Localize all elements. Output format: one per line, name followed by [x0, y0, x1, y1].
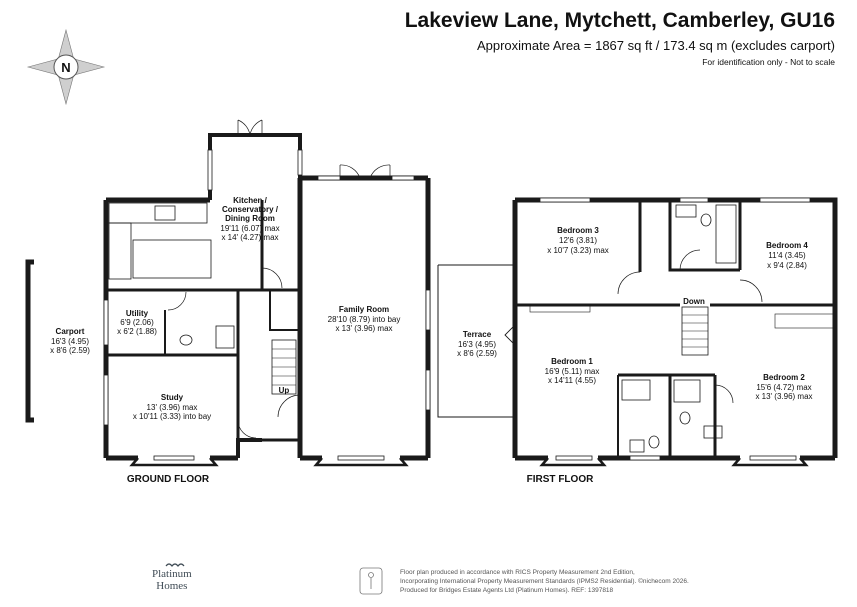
- footer-notes: Floor plan produced in accordance with R…: [400, 568, 689, 595]
- room-bedroom-4: Bedroom 4 11'4 (3.45) x 9'4 (2.84): [766, 241, 808, 270]
- svg-text:16'9 (5.11) max: 16'9 (5.11) max: [545, 367, 600, 376]
- svg-text:Bedroom 3: Bedroom 3: [557, 226, 599, 235]
- svg-text:Bedroom 4: Bedroom 4: [766, 241, 808, 250]
- svg-text:x 8'6 (2.59): x 8'6 (2.59): [457, 349, 497, 358]
- svg-text:Study: Study: [161, 393, 184, 402]
- stairs-up-label: Up: [279, 386, 290, 395]
- svg-text:x 14'11 (4.55): x 14'11 (4.55): [548, 376, 596, 385]
- first-floor-label: FIRST FLOOR: [527, 474, 594, 485]
- svg-text:Dining Room: Dining Room: [225, 214, 275, 223]
- svg-text:6'9 (2.06): 6'9 (2.06): [120, 318, 154, 327]
- svg-text:28'10 (8.79) into bay: 28'10 (8.79) into bay: [328, 315, 401, 324]
- room-kitchen: Kitchen / Conservatory / Dining Room 19'…: [220, 196, 279, 242]
- svg-text:x 10'7 (3.23) max: x 10'7 (3.23) max: [547, 246, 609, 255]
- brand-logo: Platinum Homes: [152, 568, 192, 592]
- room-bedroom-3: Bedroom 3 12'6 (3.81) x 10'7 (3.23) max: [547, 226, 609, 255]
- room-study: Study 13' (3.96) max x 10'11 (3.33) into…: [133, 393, 211, 421]
- svg-text:x 13' (3.96) max: x 13' (3.96) max: [335, 324, 392, 333]
- room-utility: Utility 6'9 (2.06) x 6'2 (1.88): [117, 309, 157, 336]
- svg-text:Bedroom 1: Bedroom 1: [551, 357, 593, 366]
- footer-line: Incorporating International Property Mea…: [400, 578, 689, 585]
- room-bedroom-1: Bedroom 1 16'9 (5.11) max x 14'11 (4.55): [545, 357, 600, 385]
- svg-text:16'3 (4.95): 16'3 (4.95): [458, 340, 496, 349]
- svg-text:x 6'2 (1.88): x 6'2 (1.88): [117, 327, 157, 336]
- ground-floor-plan: [25, 119, 431, 467]
- footer-line: Floor plan produced in accordance with R…: [400, 569, 635, 576]
- compass-letter: N: [61, 60, 70, 75]
- stairs-down-label: Down: [683, 297, 705, 306]
- brand-name-line2: Homes: [156, 580, 188, 592]
- svg-text:x 10'11 (3.33) into bay: x 10'11 (3.33) into bay: [133, 412, 211, 421]
- footer-line: Produced for Bridges Estate Agents Ltd (…: [400, 587, 614, 594]
- compass-icon: N: [26, 28, 106, 106]
- person-scale-icon: [359, 567, 383, 595]
- svg-text:Family Room: Family Room: [339, 305, 389, 314]
- svg-text:Kitchen /: Kitchen /: [233, 196, 268, 205]
- platinum-homes-logo-icon: [165, 563, 185, 567]
- room-bedroom-2: Bedroom 2 15'6 (4.72) max x 13' (3.96) m…: [755, 373, 812, 401]
- room-terrace: Terrace 16'3 (4.95) x 8'6 (2.59): [457, 330, 497, 358]
- svg-text:Conservatory /: Conservatory /: [222, 205, 279, 214]
- svg-text:Utility: Utility: [126, 309, 149, 318]
- svg-text:16'3 (4.95): 16'3 (4.95): [51, 337, 89, 346]
- ground-floor-label: GROUND FLOOR: [127, 474, 210, 485]
- first-floor-plan: [437, 197, 838, 467]
- room-family-room: Family Room 28'10 (8.79) into bay x 13' …: [328, 305, 401, 333]
- room-carport: Carport 16'3 (4.95) x 8'6 (2.59): [50, 327, 90, 355]
- svg-text:13' (3.96) max: 13' (3.96) max: [147, 403, 198, 412]
- svg-text:Carport: Carport: [56, 327, 85, 336]
- property-title: Lakeview Lane, Mytchett, Camberley, GU16: [404, 9, 835, 32]
- identification-note: For identification only - Not to scale: [702, 57, 835, 67]
- svg-text:19'11 (6.07) max: 19'11 (6.07) max: [220, 224, 279, 233]
- svg-text:x 9'4 (2.84): x 9'4 (2.84): [767, 261, 807, 270]
- svg-text:11'4 (3.45): 11'4 (3.45): [768, 251, 806, 260]
- svg-text:Bedroom 2: Bedroom 2: [763, 373, 805, 382]
- svg-text:15'6 (4.72) max: 15'6 (4.72) max: [756, 383, 811, 392]
- approximate-area: Approximate Area = 1867 sq ft / 173.4 sq…: [476, 38, 835, 53]
- svg-text:Terrace: Terrace: [463, 330, 492, 339]
- brand-name-line1: Platinum: [152, 568, 192, 580]
- svg-text:12'6 (3.81): 12'6 (3.81): [559, 236, 597, 245]
- svg-text:x 13' (3.96) max: x 13' (3.96) max: [755, 392, 812, 401]
- svg-text:x 14' (4.27) max: x 14' (4.27) max: [221, 233, 278, 242]
- svg-text:x 8'6 (2.59): x 8'6 (2.59): [50, 346, 90, 355]
